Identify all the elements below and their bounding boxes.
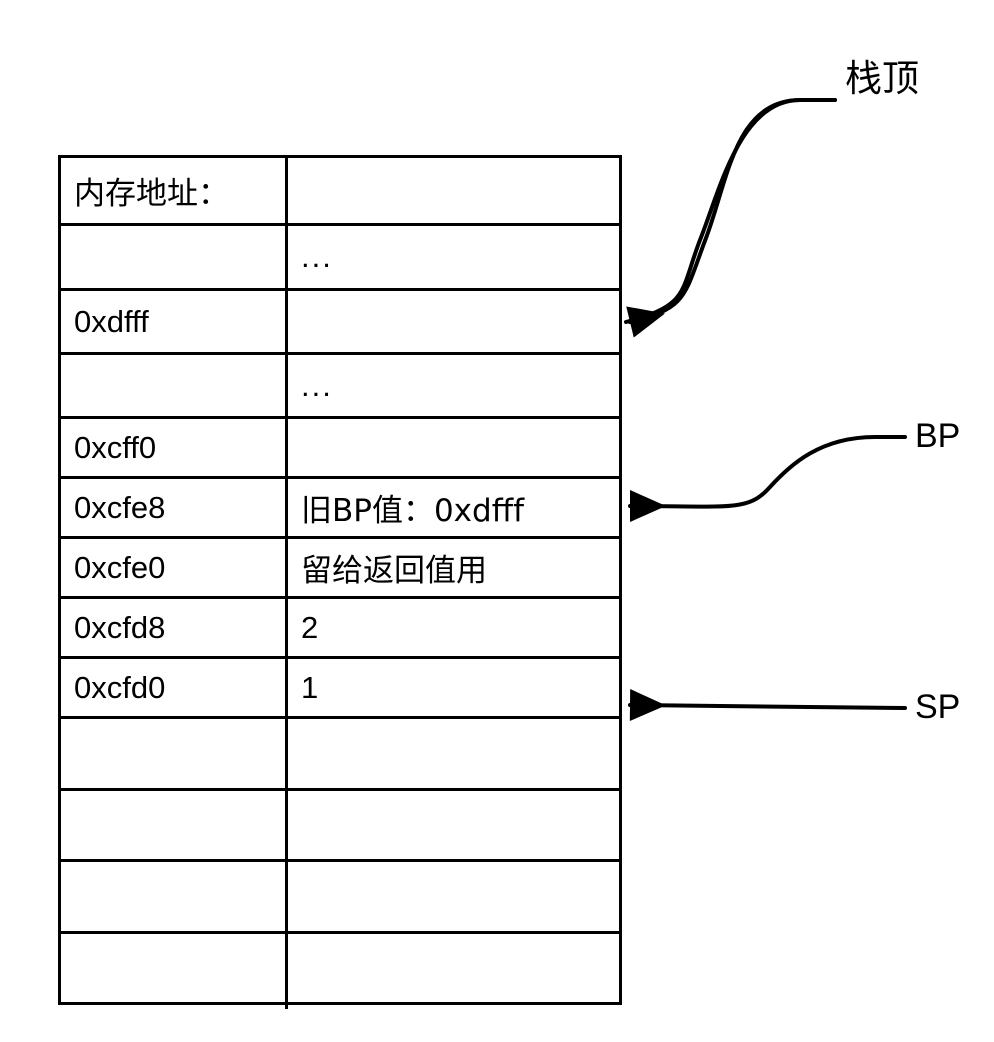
table-row: 0xcfe8 旧BP值：0xdfff: [61, 479, 619, 539]
arrow-bp: [628, 435, 907, 522]
value-cell: [288, 934, 619, 1009]
annotation-label-sp: SP: [915, 688, 961, 726]
annotation-label-stack-top: 栈顶: [845, 57, 919, 100]
value-cell: [288, 291, 619, 352]
address-cell: [61, 226, 288, 288]
annotation-label-bp: BP: [915, 417, 961, 455]
address-cell: 0xdfff: [61, 291, 288, 352]
value-cell: [288, 419, 619, 476]
value-cell: [288, 791, 619, 859]
address-cell: 0xcfe0: [61, 539, 288, 596]
value-cell: ...: [301, 239, 333, 274]
arrow-sp: [628, 689, 907, 721]
table-row: [61, 719, 619, 791]
table-row: [61, 862, 619, 934]
table-row: 0xcff0: [61, 419, 619, 479]
address-cell: 0xcff0: [61, 419, 288, 476]
value-cell: [288, 862, 619, 931]
value-cell: ...: [301, 367, 333, 403]
value-cell: 2: [301, 609, 319, 645]
table-row: 0xcfd8 2: [61, 599, 619, 659]
arrow-stack-top-head: [626, 98, 837, 338]
address-cell: [61, 355, 288, 416]
table-row: ...: [61, 226, 619, 291]
table-row: 内存地址：: [61, 158, 619, 226]
address-cell: [61, 719, 288, 788]
address-cell: 0xcfe8: [61, 479, 288, 536]
address-cell: [61, 934, 288, 1009]
table-row: ...: [61, 355, 619, 419]
value-cell: 留给返回值用: [301, 553, 487, 589]
address-cell: 内存地址：: [61, 158, 288, 223]
value-cell: 旧BP值：0xdfff: [301, 493, 524, 529]
stack-memory-table: 内存地址： ... 0xdfff ... 0xcff0 0xcfe8 旧BP值：…: [58, 155, 622, 1009]
table-row: 0xdfff: [61, 291, 619, 355]
value-cell: [288, 158, 619, 223]
value-cell: [288, 719, 619, 788]
table-row: 0xcfd0 1: [61, 659, 619, 719]
address-cell: 0xcfd8: [61, 599, 288, 656]
value-cell: 1: [301, 669, 319, 705]
table-row: 0xcfe0 留给返回值用: [61, 539, 619, 599]
address-cell: [61, 862, 288, 931]
address-cell: 0xcfd0: [61, 659, 288, 716]
table-row: [61, 791, 619, 862]
table-row: [61, 934, 619, 1009]
address-cell: [61, 791, 288, 859]
